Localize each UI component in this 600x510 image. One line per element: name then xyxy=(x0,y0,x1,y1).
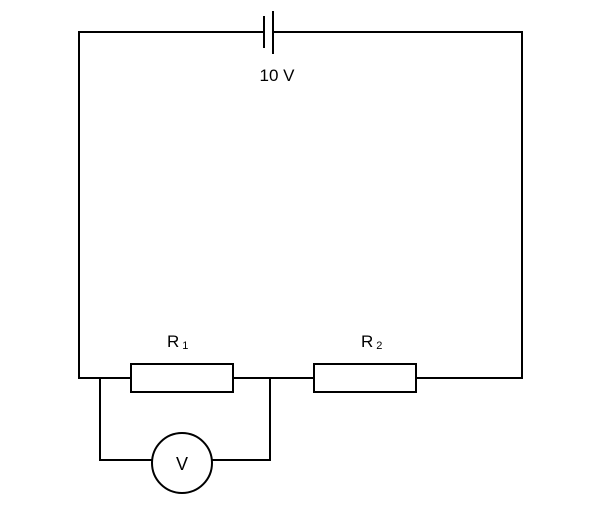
top-left-wire xyxy=(78,31,265,379)
battery-voltage-label: 10 V xyxy=(260,66,296,85)
voltmeter xyxy=(151,432,213,494)
resistor-r1-subscript: 1 xyxy=(182,340,188,352)
resistor-r1 xyxy=(130,363,234,393)
resistor-r2-subscript: 2 xyxy=(376,340,382,352)
resistor-r1-letter: R xyxy=(167,332,179,351)
top-right-wire xyxy=(272,31,523,379)
resistor-r2 xyxy=(313,363,417,393)
resistor-r2-letter: R xyxy=(361,332,373,351)
battery-cell xyxy=(263,11,274,54)
voltmeter-symbol: V xyxy=(176,454,188,474)
voltmeter-left-lead xyxy=(99,377,153,461)
voltmeter-right-lead xyxy=(211,377,271,461)
